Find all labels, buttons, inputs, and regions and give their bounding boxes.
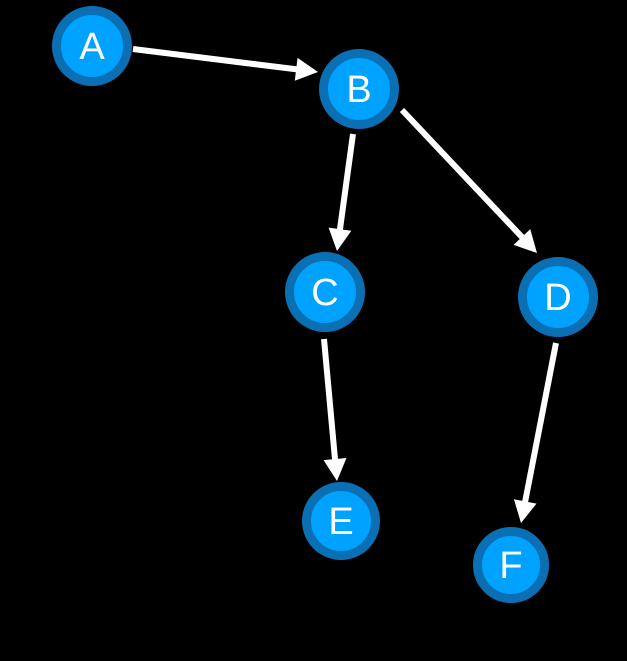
edge-d-f[interactable] xyxy=(513,342,559,523)
edge-arrowhead xyxy=(294,57,318,81)
node-label: C xyxy=(311,272,338,314)
edges-layer xyxy=(132,46,559,523)
node-label: B xyxy=(346,69,371,111)
node-label: F xyxy=(499,545,522,587)
edge-b-c[interactable] xyxy=(328,133,356,251)
edge-arrowhead xyxy=(328,227,352,251)
edge-line xyxy=(336,133,356,233)
graph-node-f[interactable]: F xyxy=(473,527,549,603)
graph-node-e[interactable]: E xyxy=(302,482,380,560)
nodes-layer: A B C D E F xyxy=(52,6,598,603)
edge-arrowhead xyxy=(513,229,537,253)
edge-line xyxy=(321,338,339,463)
edge-b-d[interactable] xyxy=(399,107,537,253)
node-label: E xyxy=(328,501,353,543)
node-label: D xyxy=(544,277,571,319)
edge-line xyxy=(132,46,300,73)
node-circle xyxy=(52,6,132,86)
edge-arrowhead xyxy=(513,499,537,523)
node-circle xyxy=(473,527,549,603)
node-circle xyxy=(518,257,598,337)
graph-node-d[interactable]: D xyxy=(518,257,598,337)
edge-a-b[interactable] xyxy=(132,46,318,81)
node-circle xyxy=(285,252,365,332)
node-circle xyxy=(319,49,399,129)
node-label: A xyxy=(79,26,105,68)
graph-node-a[interactable]: A xyxy=(52,6,132,86)
graph-node-c[interactable]: C xyxy=(285,252,365,332)
node-circle xyxy=(302,482,380,560)
graph-node-b[interactable]: B xyxy=(319,49,399,129)
edge-line xyxy=(399,107,527,242)
edge-c-e[interactable] xyxy=(321,338,347,481)
edge-line xyxy=(521,342,559,505)
edge-arrowhead xyxy=(323,458,347,481)
